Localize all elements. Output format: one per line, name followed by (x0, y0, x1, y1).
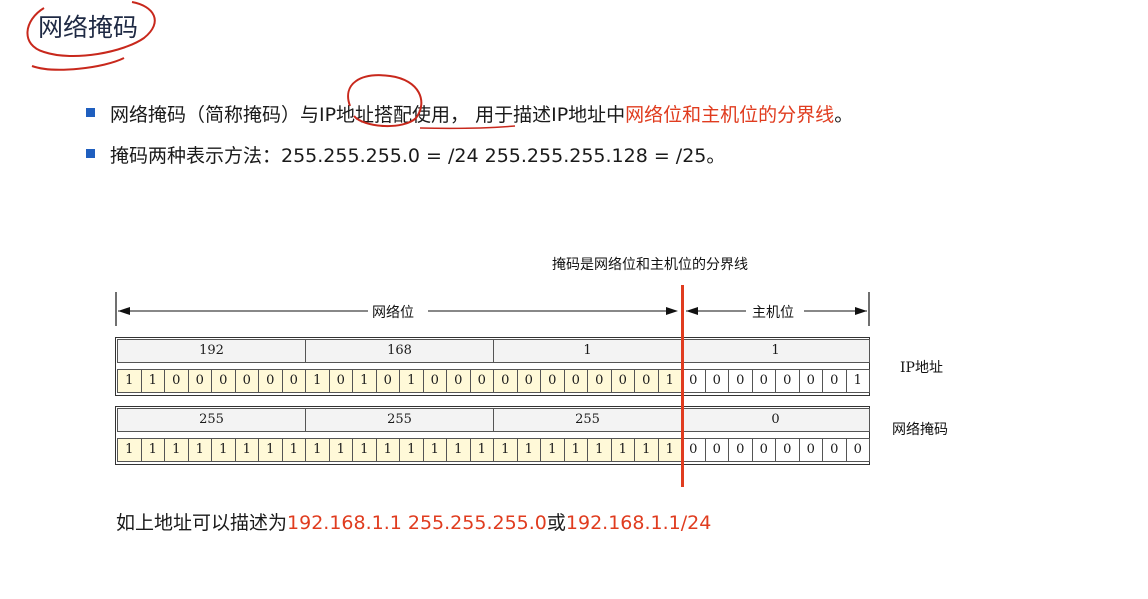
mask-frame (115, 406, 870, 465)
mask-octet-4: 0 (681, 408, 870, 432)
mask-bit-14: 1 (422, 438, 447, 462)
ip-bit-9: 1 (305, 369, 330, 393)
ip-bit-18: 0 (516, 369, 541, 393)
mask-bit-6: 1 (234, 438, 259, 462)
ip-bit-32: 1 (845, 369, 870, 393)
mask-bit-30: 0 (798, 438, 823, 462)
ip-bit-22: 0 (610, 369, 635, 393)
mask-bit-20: 1 (563, 438, 588, 462)
ip-bit-8: 0 (281, 369, 306, 393)
ip-bit-10: 0 (328, 369, 353, 393)
mask-bit-29: 0 (775, 438, 800, 462)
bullet-2-text: 掩码两种表示方法：255.255.255.0 = /24 255.255.255… (110, 145, 726, 167)
mask-bit-28: 0 (751, 438, 776, 462)
ip-bit-14: 0 (422, 369, 447, 393)
mask-octet-3: 255 (493, 408, 682, 432)
ip-octet-1: 192 (117, 339, 306, 363)
mask-bit-23: 1 (634, 438, 659, 462)
bullet-1-part-3: 。 (834, 104, 854, 126)
bullet-1-highlight: 网络位和主机位的分界线 (625, 104, 835, 126)
mask-bit-4: 1 (187, 438, 212, 462)
mask-label: 网络掩码 (892, 422, 948, 438)
mask-bit-12: 1 (375, 438, 400, 462)
ip-bit-17: 0 (493, 369, 518, 393)
bullet-1-part-1: 网络掩码（简称掩码）与IP地址搭配使用， 用于描述IP地址中 (110, 104, 626, 126)
mask-octet-1: 255 (117, 408, 306, 432)
host-bits-label: 主机位 (750, 302, 796, 322)
boundary-caption: 掩码是网络位和主机位的分界线 (552, 257, 748, 273)
ip-bit-5: 0 (211, 369, 236, 393)
ip-bit-21: 0 (587, 369, 612, 393)
ip-bit-29: 0 (775, 369, 800, 393)
ip-bit-23: 0 (634, 369, 659, 393)
mask-bit-5: 1 (211, 438, 236, 462)
ip-bit-4: 0 (187, 369, 212, 393)
ip-bit-26: 0 (704, 369, 729, 393)
mask-bit-11: 1 (352, 438, 377, 462)
page-title: 网络掩码 (38, 13, 139, 42)
ip-bit-2: 1 (140, 369, 165, 393)
summary: 如上地址可以描述为192.168.1.1 255.255.255.0或192.1… (116, 510, 711, 536)
ip-bit-31: 0 (822, 369, 847, 393)
mask-bit-21: 1 (587, 438, 612, 462)
handwritten-circle-annotation (26, 1, 156, 71)
ip-bit-13: 1 (399, 369, 424, 393)
network-bits-label: 网络位 (370, 302, 416, 322)
mask-bit-26: 0 (704, 438, 729, 462)
ip-bit-19: 0 (540, 369, 565, 393)
ip-address-frame (115, 337, 870, 396)
mask-bit-25: 0 (681, 438, 706, 462)
ip-bit-28: 0 (751, 369, 776, 393)
summary-cidr: 192.168.1.1/24 (565, 512, 712, 534)
mask-bit-32: 0 (845, 438, 870, 462)
mask-bit-15: 1 (446, 438, 471, 462)
bullet-square-icon (86, 108, 95, 117)
ip-bit-15: 0 (446, 369, 471, 393)
ip-bit-3: 0 (164, 369, 189, 393)
summary-prefix: 如上地址可以描述为 (116, 512, 288, 534)
handwritten-circle-annotation-2 (347, 74, 516, 130)
mask-bit-10: 1 (328, 438, 353, 462)
ip-bit-20: 0 (563, 369, 588, 393)
mask-bit-7: 1 (258, 438, 283, 462)
mask-bit-13: 1 (399, 438, 424, 462)
mask-bit-1: 1 (117, 438, 142, 462)
ip-bit-16: 0 (469, 369, 494, 393)
ip-bit-12: 0 (375, 369, 400, 393)
mask-bit-31: 0 (822, 438, 847, 462)
bullet-2: 掩码两种表示方法：255.255.255.0 = /24 255.255.255… (86, 143, 725, 169)
bullet-square-icon (86, 149, 95, 158)
ip-bit-30: 0 (798, 369, 823, 393)
bullet-1: 网络掩码（简称掩码）与IP地址搭配使用， 用于描述IP地址中网络位和主机位的分界… (86, 102, 853, 128)
mask-bit-18: 1 (516, 438, 541, 462)
mask-bit-3: 1 (164, 438, 189, 462)
ip-bit-25: 0 (681, 369, 706, 393)
mask-bit-16: 1 (469, 438, 494, 462)
mask-bit-24: 1 (657, 438, 682, 462)
mask-bit-19: 1 (540, 438, 565, 462)
mask-octet-2: 255 (305, 408, 494, 432)
summary-address-mask: 192.168.1.1 255.255.255.0 (287, 512, 547, 534)
mask-bit-17: 1 (493, 438, 518, 462)
ip-bit-11: 1 (352, 369, 377, 393)
ip-bit-1: 1 (117, 369, 142, 393)
mask-bit-2: 1 (140, 438, 165, 462)
ip-octet-3: 1 (493, 339, 682, 363)
ip-octet-4: 1 (681, 339, 870, 363)
ip-octet-2: 168 (305, 339, 494, 363)
summary-connector: 或 (546, 512, 566, 534)
mask-bit-8: 1 (281, 438, 306, 462)
range-arrows (115, 292, 870, 326)
ip-bit-7: 0 (258, 369, 283, 393)
boundary-line (681, 285, 684, 487)
mask-bit-22: 1 (610, 438, 635, 462)
ip-address-label: IP地址 (900, 360, 943, 376)
ip-bit-27: 0 (728, 369, 753, 393)
ip-bit-6: 0 (234, 369, 259, 393)
mask-bit-9: 1 (305, 438, 330, 462)
mask-bit-27: 0 (728, 438, 753, 462)
ip-bit-24: 1 (657, 369, 682, 393)
